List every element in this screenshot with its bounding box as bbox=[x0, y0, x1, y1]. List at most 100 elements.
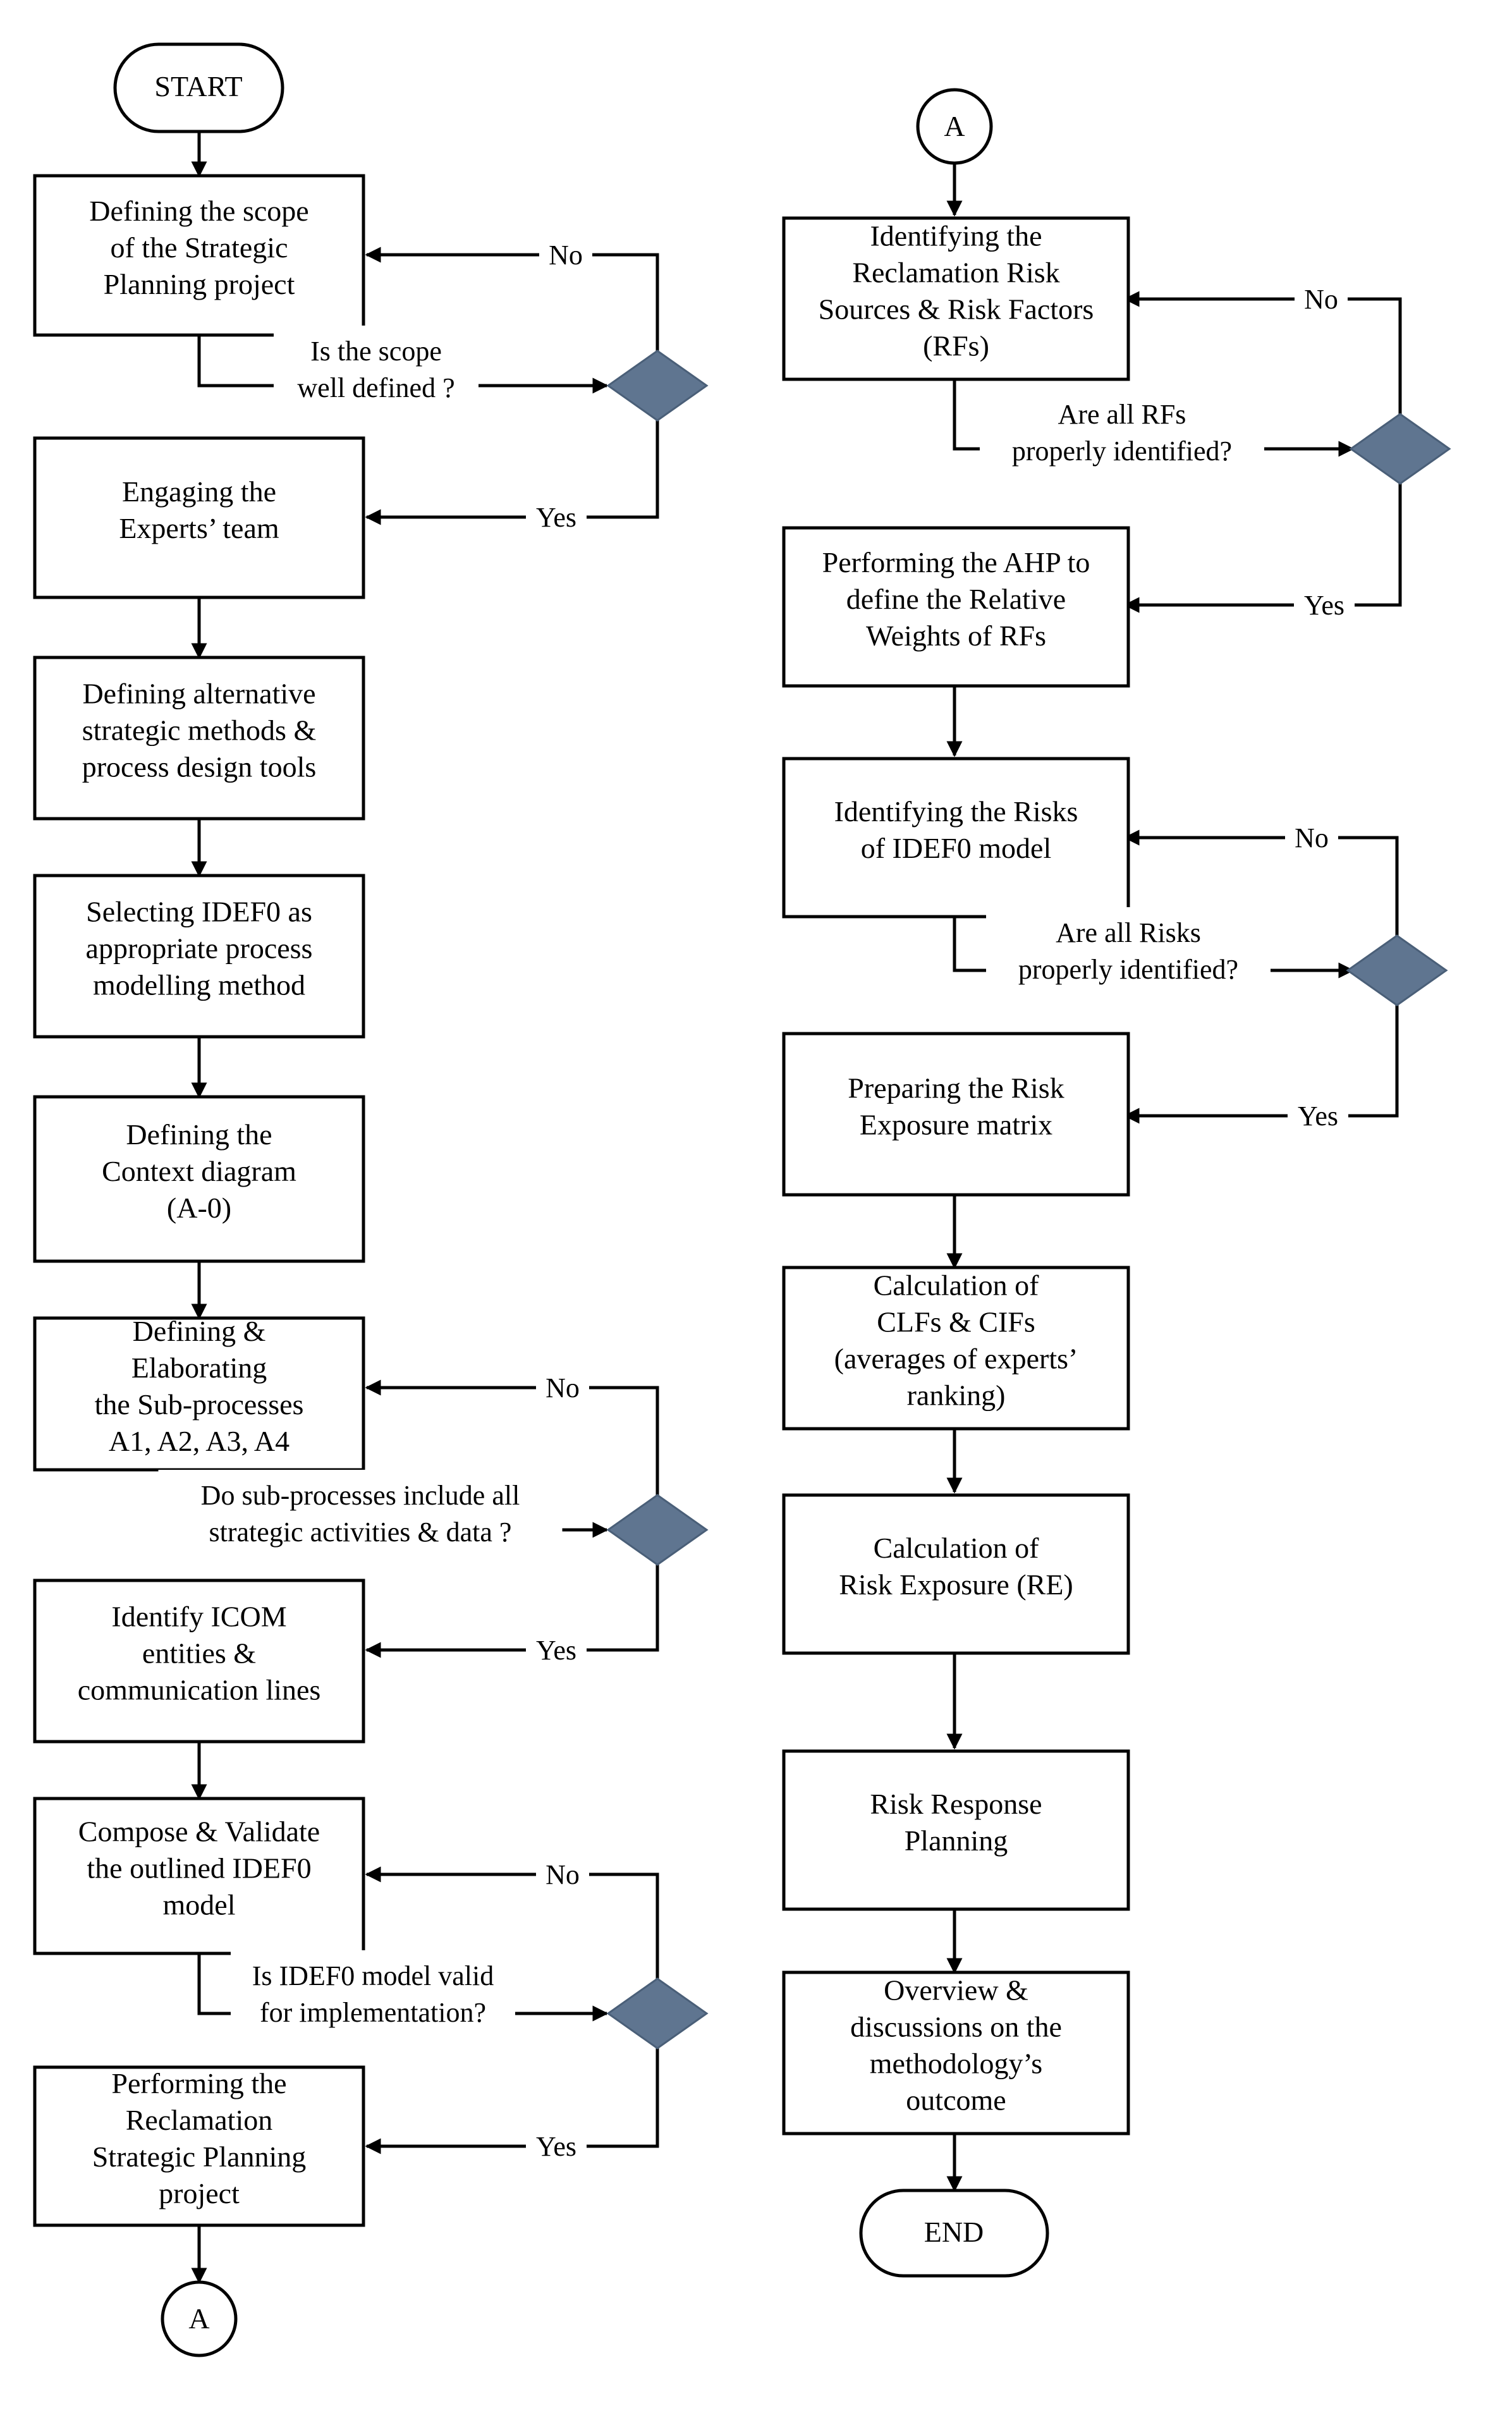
text-line: Identifying the Risks bbox=[834, 795, 1078, 828]
text-line: Identify ICOM bbox=[111, 1601, 286, 1633]
text-line: Preparing the Risk bbox=[848, 1072, 1064, 1104]
text-line: properly identified? bbox=[1012, 436, 1232, 467]
text-line: Elaborating bbox=[131, 1352, 267, 1384]
text-line: Sources & Risk Factors bbox=[819, 293, 1094, 326]
text-line: entities & bbox=[142, 1637, 256, 1670]
text-line: Exposure matrix bbox=[860, 1109, 1052, 1141]
text-line: Planning project bbox=[104, 268, 295, 300]
decision-question: Do sub-processes include all strategic ac… bbox=[158, 1470, 563, 1549]
text-line: Compose & Validate bbox=[78, 1816, 320, 1848]
text-line: Are all RFs bbox=[1058, 399, 1186, 430]
yes-label: Yes bbox=[526, 2129, 587, 2162]
text-line: Risk Response bbox=[870, 1788, 1042, 1820]
text-line: Engaging the bbox=[122, 475, 276, 508]
process-box: Overview & discussions on the methodology’… bbox=[782, 1970, 1130, 2135]
text-line: methodology’s bbox=[870, 2048, 1042, 2080]
text-line: Performing the AHP to bbox=[822, 546, 1090, 578]
text-line: define the Relative bbox=[846, 583, 1066, 615]
yes-text: Yes bbox=[1298, 1101, 1338, 1132]
process-box: Performing the AHP to define the Relative… bbox=[782, 526, 1130, 688]
text-line: of IDEF0 model bbox=[861, 832, 1052, 864]
text-line: outcome bbox=[906, 2084, 1006, 2117]
connector-a-top: A bbox=[916, 88, 993, 165]
decision-question: Is the scope well defined ? bbox=[274, 326, 479, 405]
process-box: Defining the scope of the StrategicPlanni… bbox=[33, 174, 365, 337]
text-line: ranking) bbox=[907, 1379, 1006, 1412]
text-line: project bbox=[159, 2177, 240, 2209]
connector-label: A bbox=[944, 110, 965, 142]
no-text: No bbox=[1304, 284, 1338, 315]
process-box: Compose & Validate the outlined IDEF0 mode… bbox=[33, 1797, 365, 1955]
text-line: Reclamation Risk bbox=[852, 257, 1059, 289]
text-line: modelling method bbox=[93, 969, 305, 1001]
text-line: for implementation? bbox=[260, 1997, 486, 2028]
process-box: Calculation of Risk Exposure (RE) bbox=[782, 1493, 1130, 1655]
text-line: model bbox=[163, 1889, 236, 1921]
text-line: Strategic Planning bbox=[92, 2141, 307, 2173]
no-label: No bbox=[536, 1370, 589, 1403]
yes-label: Yes bbox=[1294, 587, 1355, 621]
process-box: Identify ICOM entities & communication lin… bbox=[33, 1579, 365, 1744]
connector-label: A bbox=[188, 2302, 209, 2335]
no-label: No bbox=[539, 237, 592, 271]
text-line: Identifying the bbox=[870, 220, 1042, 252]
text-line: (A-0) bbox=[167, 1192, 231, 1224]
no-text: No bbox=[546, 1372, 580, 1403]
connector-a-bottom: A bbox=[161, 2280, 238, 2357]
text-line: strategic methods & bbox=[82, 714, 316, 747]
process-box: Defining & Elaborating the Sub-processesA1… bbox=[33, 1315, 365, 1472]
text-line: Risk Exposure (RE) bbox=[839, 1568, 1073, 1601]
yes-label: Yes bbox=[1288, 1098, 1348, 1132]
text-line: Defining & bbox=[133, 1315, 266, 1347]
text-line: well defined ? bbox=[297, 372, 454, 403]
text-line: discussions on the bbox=[850, 2011, 1062, 2043]
text-line: of the Strategic bbox=[110, 231, 288, 264]
yes-text: Yes bbox=[536, 1635, 576, 1666]
text-line: Overview & bbox=[884, 1974, 1028, 2007]
yes-text: Yes bbox=[1304, 590, 1344, 621]
text-line: Planning bbox=[905, 1824, 1008, 1857]
text-line: Is the scope bbox=[310, 336, 442, 367]
decision: Do sub-processes include all strategic ac… bbox=[158, 1370, 709, 1666]
no-label: No bbox=[536, 1857, 589, 1890]
start-label: START bbox=[154, 70, 242, 102]
text-line: strategic activities & data ? bbox=[209, 1517, 512, 1548]
text-line: Calculation of bbox=[874, 1532, 1040, 1564]
text-line: Performing the bbox=[111, 2067, 286, 2099]
process-box: Identifying the Risks of IDEF0 model bbox=[782, 757, 1130, 919]
text-line: CLFs & CIFs bbox=[877, 1306, 1035, 1338]
no-text: No bbox=[546, 1859, 580, 1890]
text-line: Defining the bbox=[126, 1118, 272, 1151]
text-line: the outlined IDEF0 bbox=[87, 1852, 311, 1885]
start-terminal: START bbox=[113, 42, 284, 133]
no-label: No bbox=[1295, 281, 1348, 315]
end-terminal: END bbox=[859, 2189, 1049, 2278]
no-text: No bbox=[1295, 822, 1329, 853]
text-line: communication lines bbox=[78, 1674, 321, 1706]
text-line: Defining the scope bbox=[89, 195, 308, 227]
no-label: No bbox=[1285, 820, 1338, 853]
text-line: Experts’ team bbox=[119, 512, 279, 544]
text-line: Do sub-processes include all bbox=[201, 1480, 520, 1511]
text-line: the Sub-processes bbox=[95, 1388, 304, 1420]
text-line: properly identified? bbox=[1018, 954, 1238, 985]
text-line: (RFs) bbox=[923, 330, 989, 362]
text-line: Reclamation bbox=[126, 2104, 272, 2136]
text-line: Calculation of bbox=[874, 1269, 1040, 1302]
text-line: A1, A2, A3, A4 bbox=[109, 1425, 290, 1457]
text-line: Context diagram bbox=[102, 1155, 296, 1187]
